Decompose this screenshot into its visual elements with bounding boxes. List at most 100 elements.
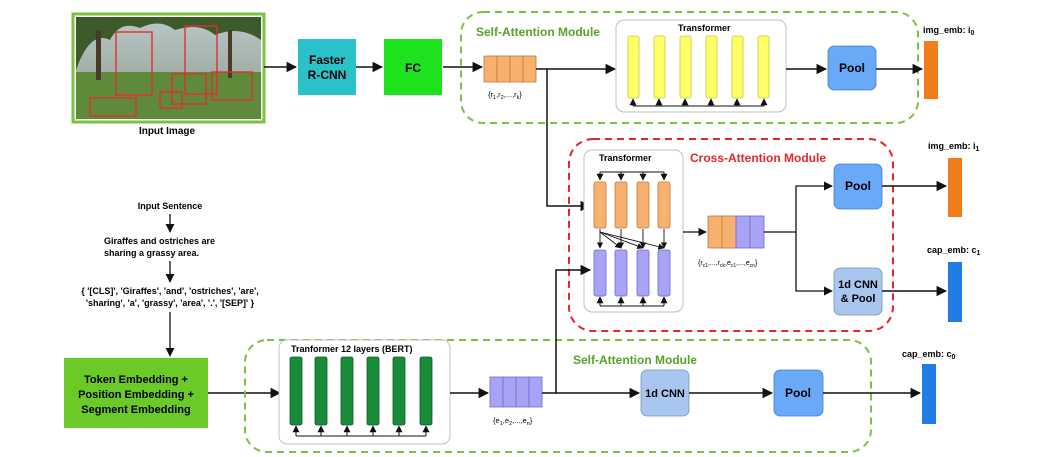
- word-features: {e1,e2,...,en}: [489, 376, 543, 427]
- cross-cnn-pool-label-2: & Pool: [841, 293, 876, 305]
- cross-attention-title: Cross-Attention Module: [690, 151, 826, 165]
- cross-transformer: Transformer: [583, 149, 684, 313]
- text-cnn-label: 1d CNN: [645, 388, 685, 400]
- cross-text-layer: [636, 249, 650, 297]
- arrow: [764, 181, 833, 233]
- image-transformer-label: Transformer: [678, 23, 731, 33]
- word-feature-cell: [502, 376, 517, 408]
- text-pool-block: Pool: [773, 369, 824, 417]
- cross-image-layer: [614, 181, 628, 229]
- bert-layer: [314, 356, 328, 426]
- cross-text-layer: [614, 249, 628, 297]
- fc-block: FC: [384, 39, 442, 95]
- word-feature-cell: [515, 376, 530, 408]
- cross-cnn-pool-box: [833, 267, 883, 316]
- img-emb-i1: img_emb: i1: [928, 141, 980, 217]
- self-attention-text-frame: [244, 339, 872, 453]
- arrow: [599, 231, 665, 250]
- cross-image-layer: [593, 181, 607, 229]
- cap-emb-c1-label: cap_emb: c1: [927, 245, 981, 257]
- faster-rcnn-box: [298, 39, 356, 95]
- bert-layer: [289, 356, 303, 426]
- transformer-layer: [757, 35, 770, 99]
- cross-cnn-pool-label-1: 1d CNN: [838, 279, 878, 291]
- detection-boxes: [89, 25, 253, 117]
- img-emb-i0: img_emb: i0: [923, 25, 975, 99]
- joint-feature-cell: [749, 215, 765, 249]
- bert-layer: [419, 356, 433, 426]
- image-transformer: Transformer: [615, 19, 787, 113]
- photo-trunk: [228, 30, 232, 78]
- text-pool-label: Pool: [785, 386, 811, 400]
- feature-cell: [509, 55, 524, 83]
- bert-transformer: Tranformer 12 layers (BERT): [278, 339, 451, 445]
- transformer-layer: [627, 35, 640, 99]
- cross-pool-label: Pool: [845, 179, 871, 193]
- image-pool-box: [827, 45, 877, 91]
- photo-trunk: [96, 30, 101, 80]
- cross-text-layer: [657, 249, 671, 297]
- region-features-label: {r1,r2,...,rk}: [488, 90, 522, 101]
- cross-transformer-label: Transformer: [599, 153, 652, 163]
- joint-features: {rc1,...,rck,ec1,...,ecn}: [698, 215, 765, 269]
- bert-layer: [392, 356, 406, 426]
- text-cnn-block: 1d CNN: [640, 369, 690, 417]
- img-emb-i0-bar: [924, 41, 938, 99]
- tokens-line-1: { '[CLS]', 'Giraffes', 'and', 'ostriches…: [81, 286, 258, 296]
- cross-pool-block: Pool: [833, 163, 883, 210]
- cross-cnn-pool-block: 1d CNN & Pool: [833, 267, 883, 316]
- arrow: [546, 69, 592, 212]
- cap-emb-c0-label: cap_emb: c0: [902, 349, 956, 361]
- transformer-layer: [731, 35, 744, 99]
- cap-emb-c0-bar: [922, 364, 936, 424]
- fc-label: FC: [405, 61, 421, 75]
- embedding-line-3: Segment Embedding: [81, 404, 190, 416]
- detection-box: [159, 91, 183, 109]
- embedding-box: [64, 358, 208, 428]
- sentence-line-2: sharing a grassy area.: [104, 248, 199, 258]
- image-pool-label: Pool: [839, 61, 865, 75]
- bert-transformer-label: Tranformer 12 layers (BERT): [291, 344, 413, 354]
- input-image: Input Image: [71, 12, 266, 137]
- bert-layer: [366, 356, 380, 426]
- transformer-layer: [679, 35, 692, 99]
- arrow: [795, 232, 833, 296]
- word-feature-cell: [528, 376, 543, 408]
- joint-feature-cell: [707, 215, 723, 249]
- detection-box: [211, 71, 253, 101]
- input-image-frame: [71, 12, 266, 124]
- arrow: [542, 264, 592, 394]
- word-features-label: {e1,e2,...,en}: [493, 416, 533, 427]
- detection-box: [89, 97, 137, 117]
- faster-rcnn-label-2: R-CNN: [308, 68, 347, 82]
- photo-trees: [76, 17, 261, 70]
- detection-box: [184, 25, 218, 95]
- tokens-line-2: 'sharing', 'a', 'grassy', 'area', '.', '…: [86, 298, 255, 308]
- embedding-block: Token Embedding + Position Embedding + S…: [64, 358, 208, 428]
- joint-feature-cell: [735, 215, 751, 249]
- self-attention-image-title: Self-Attention Module: [476, 25, 600, 39]
- detection-box: [115, 31, 153, 96]
- sentence-line-1: Giraffes and ostriches are: [104, 236, 215, 246]
- img-emb-i1-label: img_emb: i1: [928, 141, 980, 153]
- joint-feature-cell: [721, 215, 737, 249]
- cross-text-layer: [593, 249, 607, 297]
- arrow: [599, 231, 644, 249]
- joint-features-label: {rc1,...,rck,ec1,...,ecn}: [698, 260, 758, 269]
- transformer-layer: [653, 35, 666, 99]
- cross-image-layer: [657, 181, 671, 229]
- word-feature-cell: [489, 376, 504, 408]
- self-attention-text-title: Self-Attention Module: [573, 353, 697, 367]
- photo-grass: [76, 72, 261, 119]
- cap-emb-c1: cap_emb: c1: [927, 245, 981, 322]
- input-sentence-label: Input Sentence: [138, 201, 203, 211]
- detection-box: [171, 73, 207, 105]
- faster-rcnn-label-1: Faster: [309, 53, 345, 67]
- feature-cell: [483, 55, 498, 83]
- transformer-layer: [705, 35, 718, 99]
- input-image-caption: Input Image: [139, 126, 196, 137]
- feature-cell: [522, 55, 537, 83]
- region-features: {r1,r2,...,rk}: [483, 55, 537, 101]
- embedding-line-1: Token Embedding +: [84, 374, 188, 386]
